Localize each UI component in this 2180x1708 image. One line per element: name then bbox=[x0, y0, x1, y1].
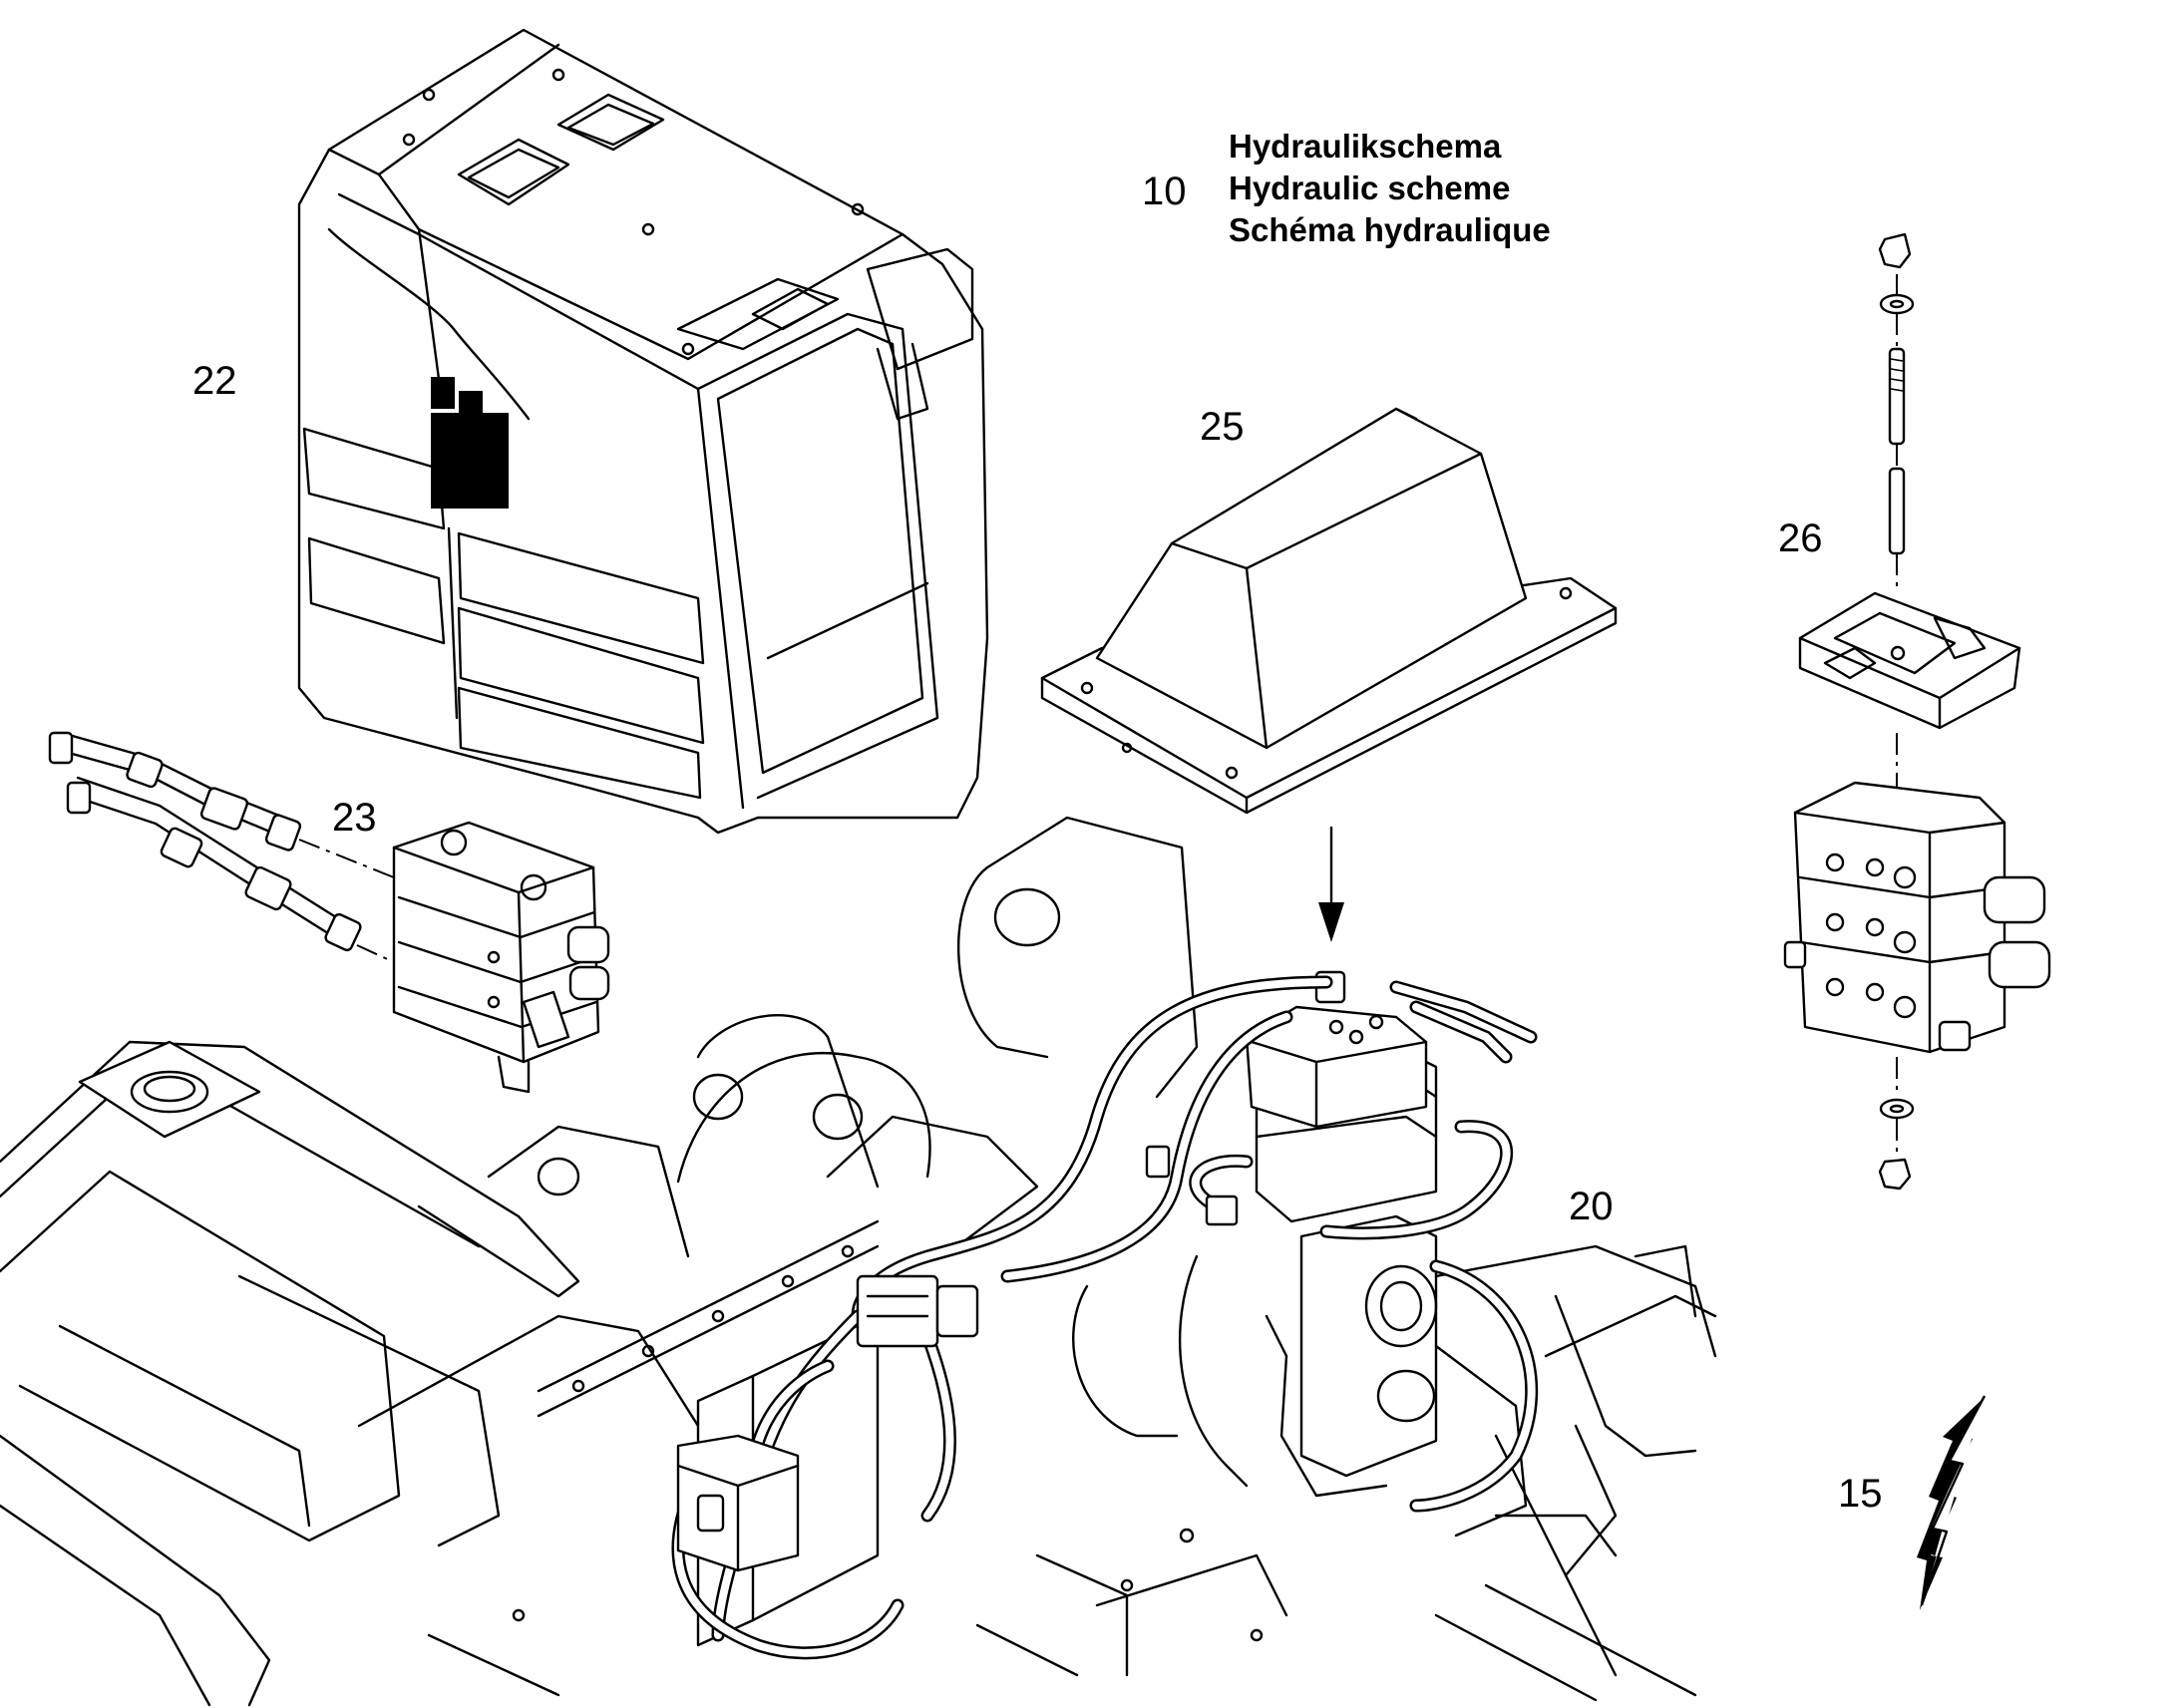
cover-drawing bbox=[1040, 407, 1618, 942]
callout-electrical: 15 bbox=[1838, 1472, 1883, 1516]
frame-assembly-drawing bbox=[0, 816, 1717, 1707]
brand-logo bbox=[431, 377, 509, 509]
callout-mount-kit: 26 bbox=[1778, 516, 1823, 560]
callout-valve-block: 23 bbox=[332, 796, 377, 840]
legend-line-de: Hydraulikschema bbox=[1229, 128, 1502, 165]
callout-cab: 22 bbox=[192, 359, 237, 403]
callout-cover: 25 bbox=[1200, 405, 1245, 449]
legend-line-en: Hydraulic scheme bbox=[1229, 170, 1511, 206]
legend-line-fr: Schéma hydraulique bbox=[1229, 211, 1551, 248]
legend-number: 10 bbox=[1142, 170, 1187, 213]
cab-drawing bbox=[297, 28, 989, 835]
callout-frame-assembly: 20 bbox=[1569, 1185, 1614, 1228]
mount-kit-drawing bbox=[1783, 232, 2051, 1191]
valve-block-drawing bbox=[48, 731, 610, 1094]
